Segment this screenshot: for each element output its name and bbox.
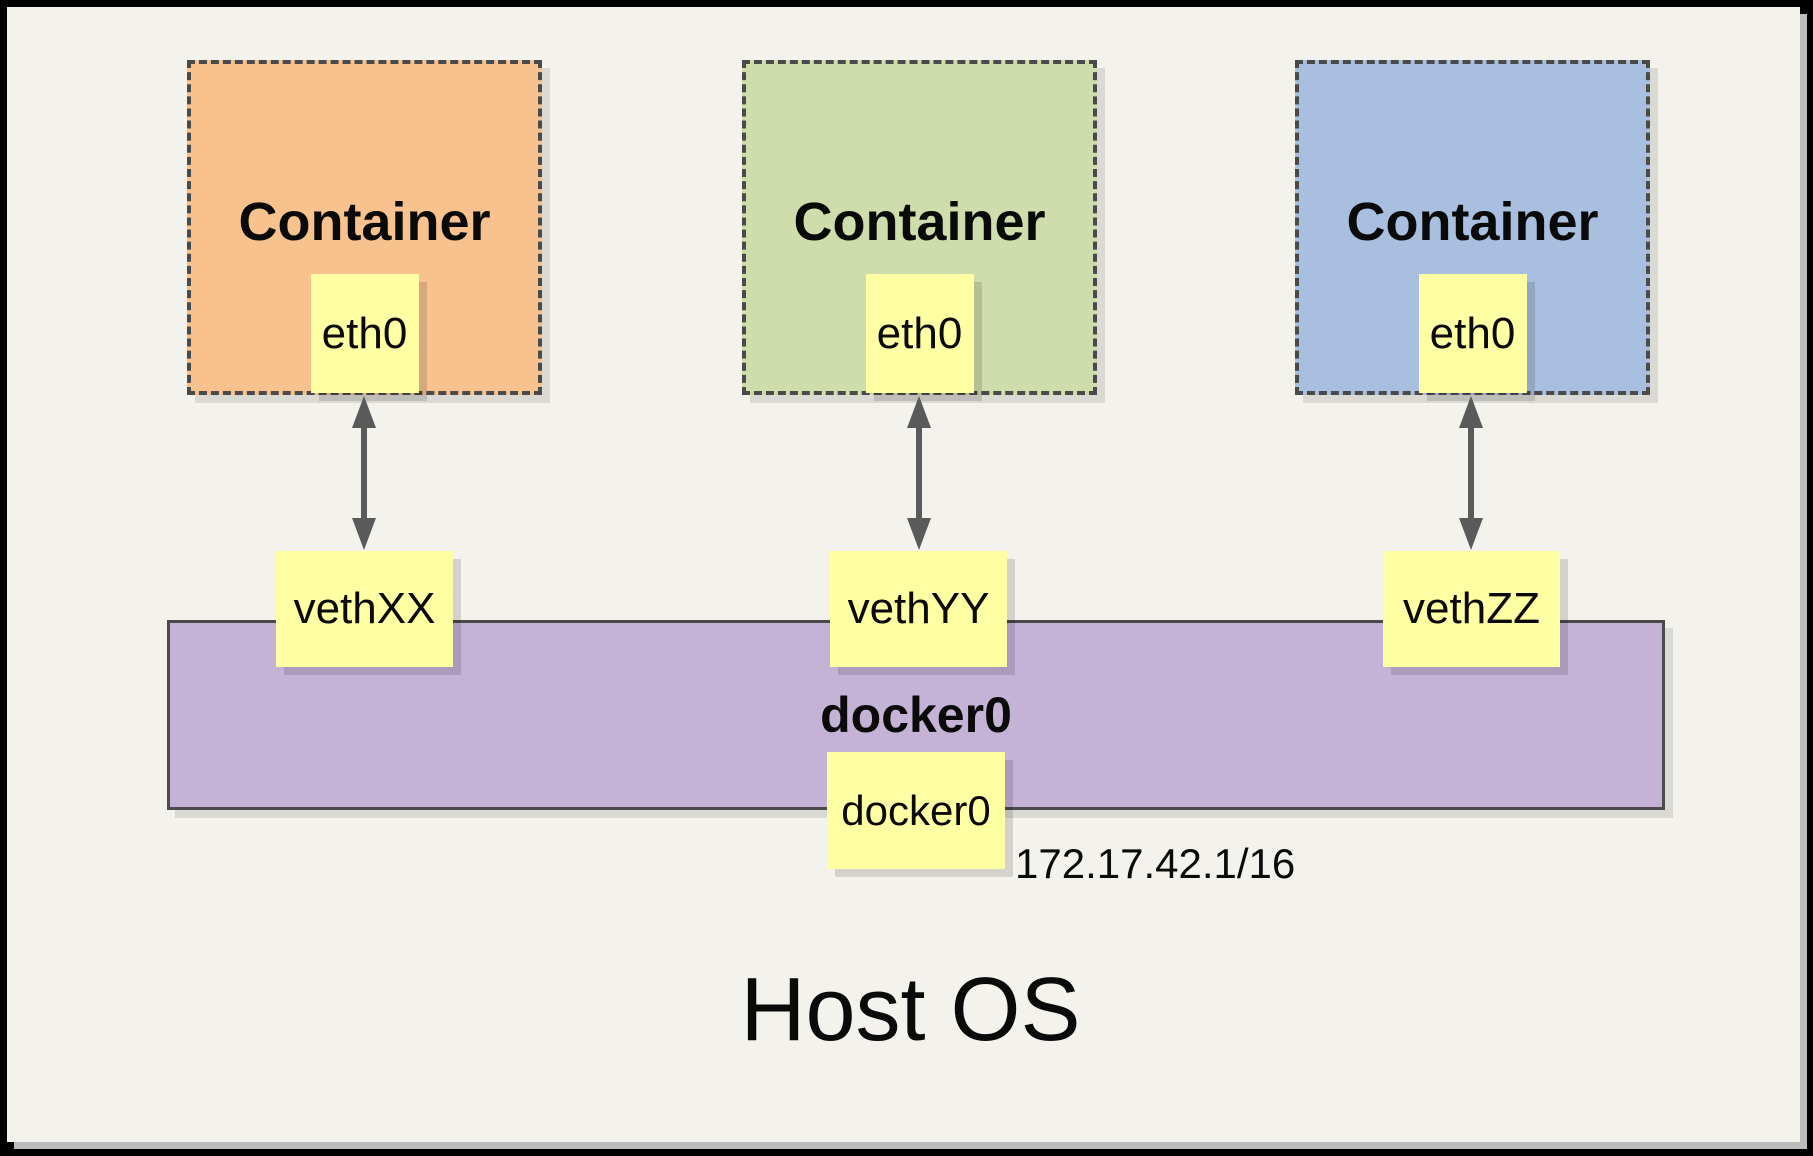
container-1-title: Container <box>238 191 491 252</box>
container-box-3: Container eth0 <box>1295 60 1650 395</box>
docker0-interface-box: docker0 <box>827 752 1005 869</box>
host-os-title: Host OS <box>740 960 1081 1060</box>
container-2-title: Container <box>793 191 1046 252</box>
host-os-panel: Container eth0 Container eth0 Container … <box>7 7 1800 1142</box>
arrow-eth0-vethYY-icon <box>907 396 931 550</box>
container-box-2: Container eth0 <box>742 60 1097 395</box>
container-3-eth0-box: eth0 <box>1418 274 1527 393</box>
container-2-eth0-box: eth0 <box>865 274 974 393</box>
vethZZ-box: vethZZ <box>1383 551 1560 667</box>
container-3-title: Container <box>1346 191 1599 252</box>
vethYY-box: vethYY <box>830 551 1007 667</box>
arrow-eth0-vethZZ-icon <box>1459 396 1483 550</box>
docker0-ip-address: 172.17.42.1/16 <box>1015 840 1296 887</box>
arrow-eth0-vethXX-icon <box>352 396 376 550</box>
docker0-bridge-title: docker0 <box>820 687 1012 743</box>
vethXX-box: vethXX <box>276 551 453 667</box>
container-1-eth0-box: eth0 <box>310 274 419 393</box>
container-box-1: Container eth0 <box>187 60 542 395</box>
